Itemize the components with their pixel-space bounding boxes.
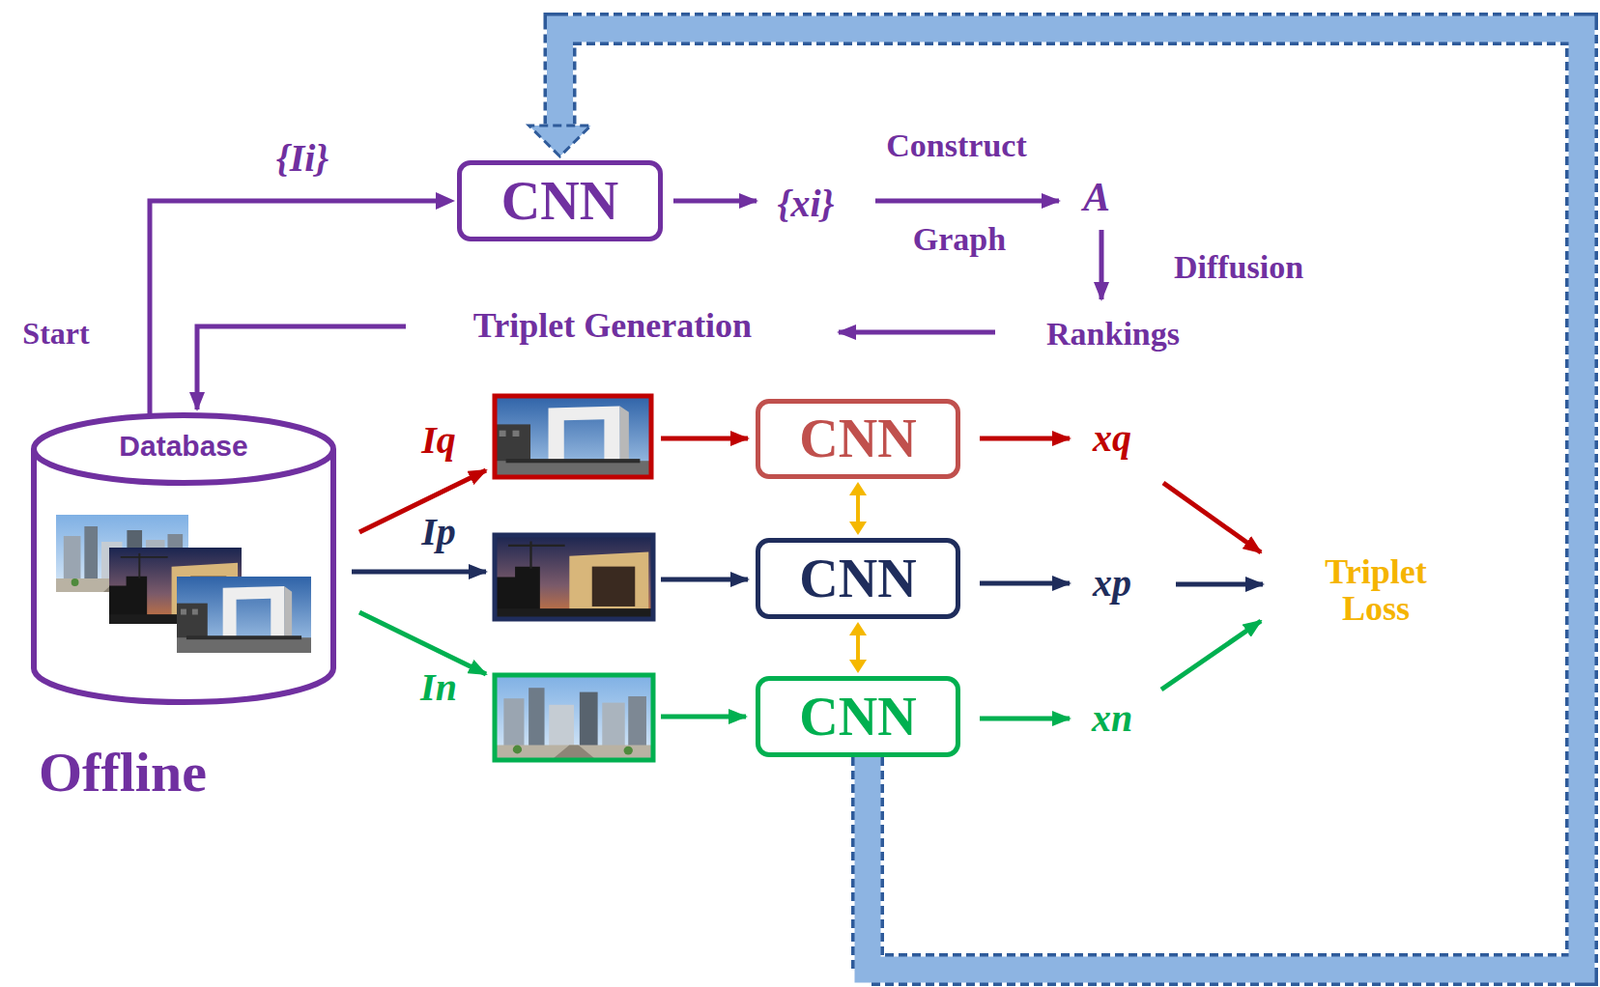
network-label: CNN [799,550,916,608]
image-frame [494,675,654,761]
positive-image [494,535,654,620]
flow-arrow [838,330,996,336]
edge-label: {Ii} [276,138,330,179]
arrow-head [849,659,867,674]
text-label: Start [22,317,89,351]
network-label: CNN [799,410,916,468]
cylinder-shape [33,415,334,703]
arrow-head [849,622,867,636]
text-label: Ip [421,512,457,553]
network-box: CNN [755,676,961,758]
image-frame [494,396,652,478]
image-frame [494,535,654,620]
flow-arrow [1175,582,1263,588]
connector-line [149,200,437,415]
text-label: {xi} [777,183,835,225]
network-box: CNN [457,160,663,242]
text-label: Construct [885,128,1027,164]
network-label: CNN [799,688,916,746]
network-box: CNN [755,399,961,480]
text-label: xq [1092,418,1132,459]
text-label: A [1083,175,1111,219]
text-label: Iq [421,420,457,461]
connector-line [856,634,860,661]
text-label: Diffusion [1173,250,1304,286]
text-label: Graph [913,222,1006,258]
flow-arrow [660,577,748,583]
photo-thumbnail [176,576,312,654]
text-label: xp [1092,563,1132,604]
text-label: Triplet Loss [1324,554,1427,629]
band-fill [560,28,1583,971]
shared-weights-arrow [849,622,867,674]
arrow-head [435,192,456,210]
arrow-head [849,482,867,496]
input-arrow [149,192,456,415]
flow-arrow [1099,229,1105,300]
query-image [494,396,652,478]
flow-arrow [660,714,746,720]
feedback-band [529,28,1583,971]
text-label: xn [1091,698,1133,740]
band-outline [560,28,1583,971]
database-label: Database [118,430,248,462]
text-label: Offline [38,743,207,803]
text-label: Rankings [1046,316,1180,352]
network-label: CNN [501,172,619,230]
text-label: Triplet Generation [473,308,752,345]
flow-arrow [673,199,757,204]
text-label: In [420,667,458,709]
flow-arrow [197,326,406,410]
flow-arrow [979,581,1070,587]
flow-arrow [351,570,486,575]
flow-arrow [1163,483,1261,553]
flow-arrow [979,716,1070,722]
network-box: CNN [755,538,961,620]
negative-image [494,675,654,761]
arrow-head [529,125,592,157]
flow-arrow [979,436,1070,442]
flow-arrow [1161,621,1261,690]
flow-arrow [875,199,1059,204]
flow-arrow [660,436,748,442]
shared-weights-arrow [849,482,867,536]
flow-arrow [359,612,486,675]
arrow-head [849,521,867,536]
database-cylinder: Database [30,413,337,705]
connector-line [856,494,860,523]
